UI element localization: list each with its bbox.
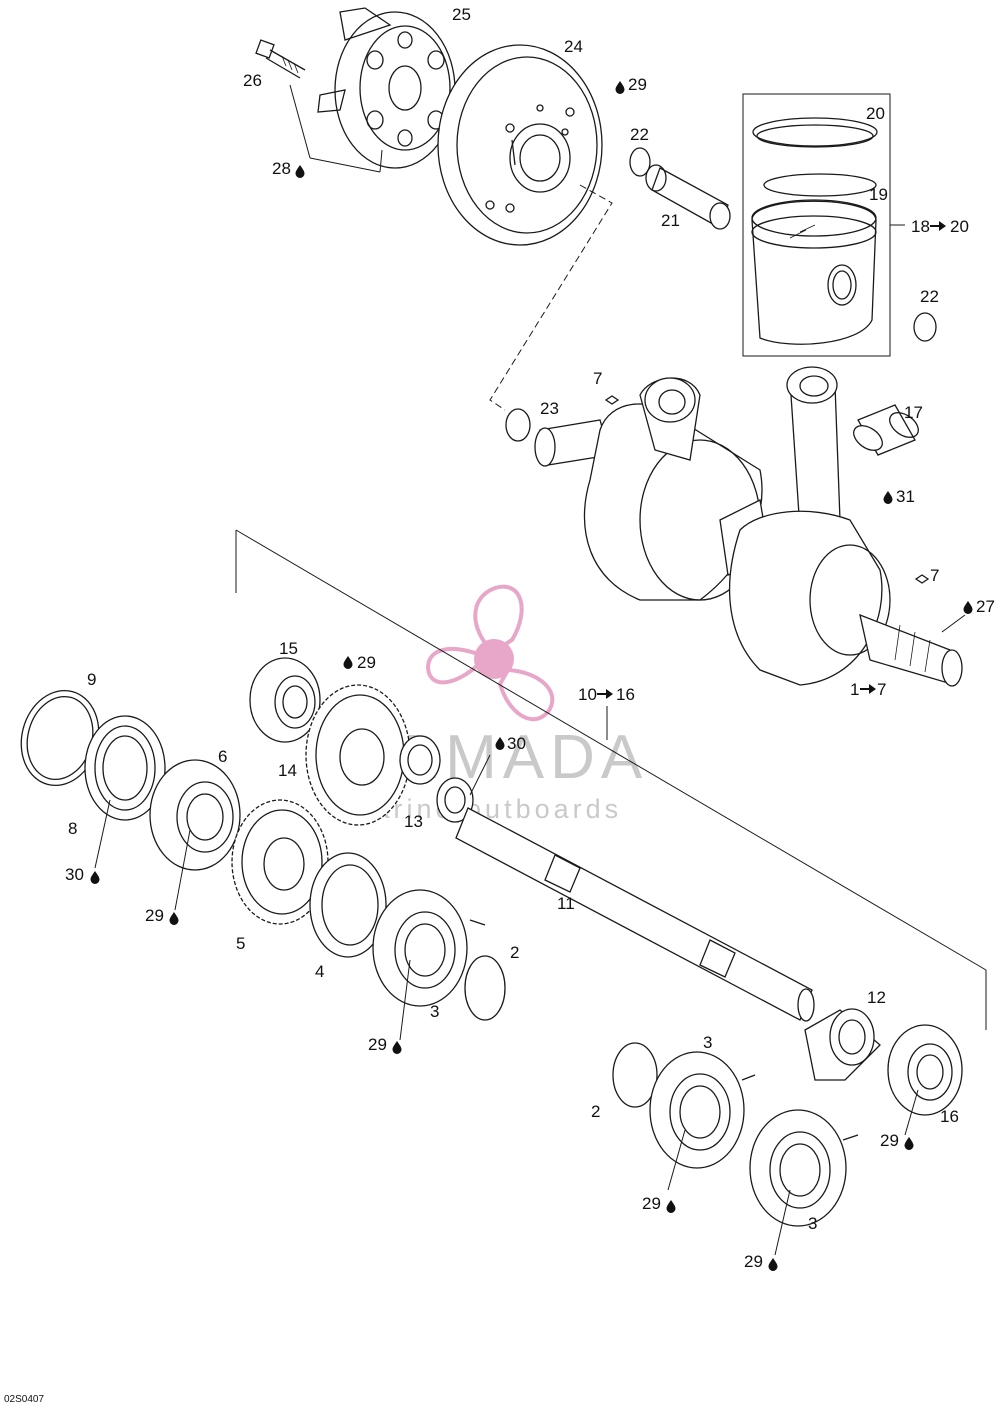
label-7: 7 (930, 566, 939, 585)
drop-icon (666, 1200, 676, 1213)
label-29: 29 (744, 1252, 763, 1271)
ball-bearing-part (887, 1024, 963, 1116)
oil-seal-part (84, 715, 166, 821)
retaining-ring-part (612, 1042, 658, 1108)
label-3: 3 (430, 1002, 439, 1021)
right-arrow-icon (596, 688, 614, 700)
piston-part (751, 199, 877, 345)
gear-part (231, 799, 329, 925)
crankshaft-part (534, 366, 963, 687)
drop-icon (768, 1258, 778, 1271)
label-27: 27 (976, 597, 995, 616)
label-20: 20 (866, 104, 885, 123)
ball-bearing-part (249, 657, 321, 743)
drop-icon (883, 491, 893, 504)
shim-washer-part (309, 852, 387, 958)
label-10-range-to: 16 (616, 685, 635, 704)
seal-ring-part (505, 408, 531, 442)
label-29: 29 (880, 1131, 899, 1150)
label-18-range-to: 20 (950, 217, 969, 236)
label-30: 30 (65, 865, 84, 884)
rotor-disc-part (437, 44, 603, 246)
right-arrow-icon (929, 220, 947, 232)
drawing-reference-code: 02S0407 (4, 1394, 44, 1405)
label-29: 29 (357, 653, 376, 672)
label-2: 2 (510, 943, 519, 962)
label-13: 13 (404, 812, 423, 831)
gear-part (305, 684, 411, 826)
drop-icon (392, 1041, 402, 1054)
label-18-range-from: 18 (911, 217, 930, 236)
retaining-ring-part (464, 955, 506, 1021)
drop-icon (343, 656, 353, 669)
drop-icon (169, 912, 179, 925)
label-17: 17 (904, 403, 923, 422)
label-3: 3 (808, 1214, 817, 1233)
label-10-range-from: 10 (578, 685, 597, 704)
label-2: 2 (591, 1102, 600, 1121)
label-15: 15 (279, 639, 298, 658)
label-1-range-to: 7 (877, 680, 886, 699)
label-9: 9 (87, 670, 96, 689)
label-22: 22 (630, 125, 649, 144)
label-14: 14 (278, 761, 297, 780)
label-7: 7 (593, 369, 602, 388)
drop-icon (904, 1137, 914, 1150)
label-11: 11 (557, 894, 575, 913)
balance-shaft-part (455, 807, 815, 1022)
label-29: 29 (145, 906, 164, 925)
piston-ring-part (752, 117, 878, 147)
label-29: 29 (628, 75, 647, 94)
label-3: 3 (703, 1033, 712, 1052)
callout-labels: 25 24 29 26 28 22 21 20 19 18 20 22 7 23… (65, 5, 995, 1271)
counterweight-part (804, 1008, 881, 1081)
label-24: 24 (564, 37, 583, 56)
label-31: 31 (896, 487, 915, 506)
label-28: 28 (272, 159, 291, 178)
label-5: 5 (236, 934, 245, 953)
propeller-logo-icon (425, 584, 555, 722)
label-29: 29 (368, 1035, 387, 1054)
needle-bearing-part (399, 735, 474, 823)
label-16: 16 (940, 1107, 959, 1126)
label-19: 19 (869, 185, 888, 204)
circlip-part (913, 312, 937, 342)
ball-bearing-part (149, 759, 241, 871)
drop-icon (90, 871, 100, 884)
label-4: 4 (315, 962, 324, 981)
drop-icon (963, 601, 973, 614)
right-arrow-icon (859, 683, 877, 695)
label-30: 30 (507, 734, 526, 753)
label-26: 26 (243, 71, 262, 90)
drop-icon (615, 81, 625, 94)
ball-bearing-part (372, 889, 486, 1007)
label-22: 22 (920, 287, 939, 306)
label-12: 12 (867, 988, 886, 1007)
flywheel-hub-part (317, 7, 456, 169)
label-25: 25 (452, 5, 471, 24)
ball-bearing-part (649, 1051, 756, 1169)
drop-icon (295, 165, 305, 178)
label-23: 23 (540, 399, 559, 418)
label-8: 8 (68, 819, 77, 838)
ball-bearing-part (749, 1109, 859, 1227)
label-1-range-from: 1 (850, 680, 859, 699)
label-6: 6 (218, 747, 227, 766)
circlip-part (629, 147, 651, 177)
bolt-part (255, 39, 306, 79)
label-21: 21 (661, 211, 680, 230)
label-29: 29 (642, 1194, 661, 1213)
needle-bearing-part (853, 404, 919, 456)
key-part (604, 395, 620, 405)
piston-pin-part (645, 164, 731, 230)
